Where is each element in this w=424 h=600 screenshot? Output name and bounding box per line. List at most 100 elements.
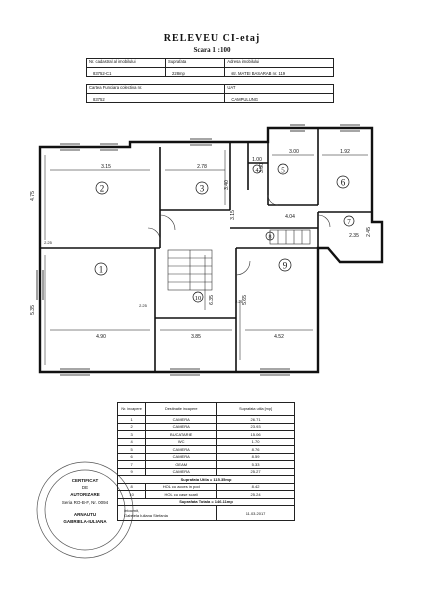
cell-nr: 9: [116, 467, 147, 476]
cell-nr: 5: [116, 445, 147, 454]
dim-4-75: 4.75: [30, 191, 36, 201]
dim-5-65: 5.65: [242, 295, 248, 305]
address-value: str. MATEI BASARAB nr. 119: [224, 67, 334, 77]
outer-wall: [38, 126, 384, 374]
dim-4-52: 4.52: [274, 334, 284, 340]
uat-value: CAMPULUNG: [224, 93, 334, 103]
cell-dest: BUCATARIE: [145, 430, 218, 439]
cell-nr: 2: [116, 422, 147, 431]
stamp-line-3: AUTORIZARE: [70, 492, 100, 497]
cell-area: 1.70: [216, 437, 295, 446]
cell-area: 25.27: [216, 467, 295, 476]
area-value: 228mp: [165, 67, 226, 77]
cell-nr: 7: [116, 460, 147, 469]
cell-dest: WC: [145, 437, 218, 446]
room-marker-9: [278, 258, 292, 272]
cell-dest: HOL cu acces in pod: [145, 482, 218, 491]
col-header-dest: Destinatie incapere: [145, 402, 218, 416]
info-table-row1: Nr. cadastral al imobilului Suprafata Ad…: [85, 58, 334, 77]
cell-nr: 6: [116, 452, 147, 461]
room-marker-10: [192, 291, 204, 303]
cell-area: 8.42: [216, 482, 295, 491]
cell-nr: 4: [116, 437, 147, 446]
cell-dest: HOL cu case scarii: [145, 490, 218, 499]
dim-6-35: 6.35: [209, 295, 215, 305]
stamp-line-2: DE: [81, 485, 89, 490]
rooms-table: Nr. incapere Destinatie incapere Suprafa…: [116, 402, 295, 521]
dim-2-25c: 2.25: [44, 240, 53, 245]
cell-dest: CAMERA: [145, 445, 218, 454]
room-marker-2: [95, 181, 109, 195]
room-number-6: 6: [341, 178, 346, 188]
sum-useful-row: Suprafata Utila = 115.35mp: [117, 475, 295, 484]
stamp-line-6: GABRIELA-IULIANA: [63, 519, 107, 524]
room-marker-6: [336, 175, 350, 189]
dim-3-40: 3.40: [224, 180, 230, 190]
room-number-8: 8: [269, 235, 272, 241]
room-number-10: 10: [195, 295, 202, 302]
room-number-9: 9: [283, 261, 288, 271]
cell-area: 5.33: [216, 460, 295, 469]
col-header-area: Suprafata utila [mp]: [216, 402, 295, 416]
room-marker-5: [277, 163, 289, 175]
sum-total-row: Suprafata Totala = 146.11mp: [117, 497, 295, 506]
prepared-date: 11.03.2017: [216, 505, 295, 521]
room-number-4: 4: [256, 168, 259, 174]
cell-dest: CAMERA: [145, 422, 218, 431]
dim-3-85: 3.85: [191, 334, 201, 340]
room-number-2: 2: [100, 184, 105, 194]
room-marker-1: [94, 262, 108, 276]
cell-area: 25.24: [216, 490, 295, 499]
room-number-5: 5: [281, 167, 285, 175]
dim-4-04: 4.04: [285, 214, 295, 220]
dim-2-25b: 2.25: [235, 299, 244, 304]
col-header-nr: Nr. incapere: [116, 402, 147, 416]
dim-5-35: 5.35: [30, 305, 36, 315]
prepared-by-name: Gabriela Iuliana Stefania: [124, 513, 168, 518]
dim-1-00: 1.00: [252, 157, 262, 163]
sum-total: Suprafata Totala = 146.11mp: [117, 497, 295, 506]
dim-3-00: 3.00: [289, 149, 299, 155]
staircase: [167, 229, 311, 291]
cell-nr: 1: [116, 415, 147, 424]
dim-2-25: 2.25: [139, 303, 148, 308]
prepared-by-label: Intocmit,: [124, 508, 140, 513]
sum-useful: Suprafata Utila = 115.35mp: [117, 475, 295, 484]
windows: [36, 124, 360, 376]
cell-dest: CAMERA: [145, 452, 218, 461]
room-marker-3: [195, 181, 209, 195]
stamp-line-4: Seria RO-B-F, Nr. 0094: [61, 500, 109, 505]
room-marker-7: [343, 215, 355, 227]
room-number-7: 7: [347, 218, 351, 226]
room-number-1: 1: [99, 265, 104, 275]
footer-row: Intocmit, Gabriela Iuliana Stefania 11.0…: [116, 505, 295, 521]
door-swings: [147, 194, 331, 276]
dim-2-45: 2.45: [366, 227, 372, 237]
cell-area: 23.93: [216, 422, 295, 431]
cell-area: 15.06: [216, 430, 295, 439]
page-title: RELEVEU CI-etaj: [163, 33, 261, 44]
room-number-3: 3: [200, 184, 205, 194]
room-marker-4: [252, 164, 262, 174]
cell-dest: GEAM: [145, 460, 218, 469]
dim-3-50: 3.50: [259, 163, 265, 173]
dim-3-15: 3.15: [101, 164, 111, 170]
cell-dest: CAMERA: [145, 415, 218, 424]
cell-area: 8.76: [216, 445, 295, 454]
prepared-by: Intocmit, Gabriela Iuliana Stefania: [116, 505, 218, 521]
cf-value: 83752: [85, 93, 226, 103]
dim-3-15b: 3.15: [230, 210, 236, 220]
cell-nr: 3: [116, 430, 147, 439]
dim-4-90: 4.90: [96, 334, 106, 340]
dim-2-35: 2.35: [349, 233, 359, 239]
room-marker-8: [265, 231, 275, 241]
